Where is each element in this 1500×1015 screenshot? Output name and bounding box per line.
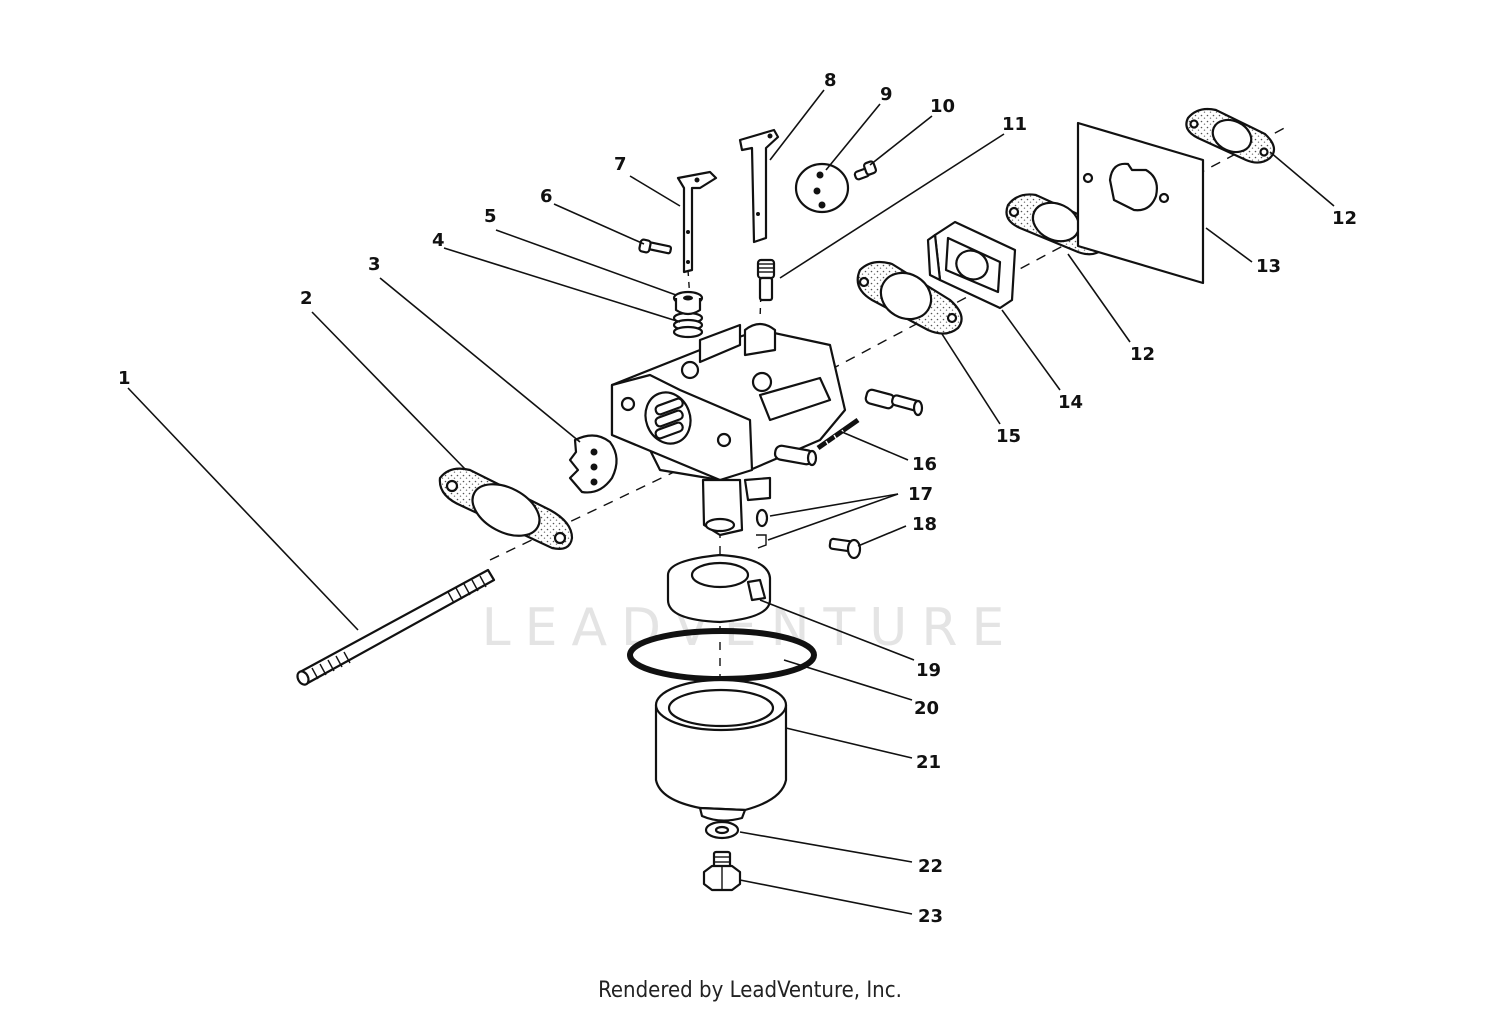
part-22-washer [704, 820, 740, 840]
callout-11: 11 [1002, 114, 1027, 135]
callout-20: 20 [914, 698, 939, 719]
part-19-float [666, 553, 772, 624]
callout-4: 4 [432, 230, 445, 251]
part-6-screw [638, 238, 673, 255]
part-10-screw [853, 160, 878, 181]
callout-12-upper: 12 [1332, 208, 1357, 229]
part-17-washer [755, 508, 769, 549]
callout-9: 9 [880, 84, 893, 105]
callout-6: 6 [540, 186, 553, 207]
callout-7: 7 [614, 154, 627, 175]
part-idle-screw [864, 388, 924, 417]
callout-5: 5 [484, 206, 497, 227]
callout-8: 8 [824, 70, 837, 91]
callout-1: 1 [118, 368, 131, 389]
callout-12-lower: 12 [1130, 344, 1155, 365]
callout-14: 14 [1058, 392, 1083, 413]
callout-23: 23 [918, 906, 943, 927]
part-3-choke-plate [568, 434, 618, 494]
callout-2: 2 [300, 288, 313, 309]
part-12-gasket-upper [1185, 107, 1276, 164]
callout-3: 3 [368, 254, 381, 275]
part-2-gasket [438, 467, 574, 550]
part-1-stud [296, 568, 496, 686]
callout-13: 13 [1256, 256, 1281, 277]
callout-22: 22 [918, 856, 943, 877]
part-11-needle-valve [756, 258, 776, 302]
part-4-spring [672, 311, 704, 339]
callout-16: 16 [912, 454, 937, 475]
part-14-spacer [926, 220, 1017, 310]
part-8-choke-shaft [738, 128, 780, 244]
callout-17: 17 [908, 484, 933, 505]
part-18-screw [828, 537, 862, 560]
callout-labels: 1 2 3 4 5 6 7 8 9 10 11 12 13 12 14 15 1… [118, 70, 1357, 927]
part-5-bushing [672, 290, 704, 316]
callout-leader-lines [127, 89, 1335, 915]
callout-21: 21 [916, 752, 941, 773]
part-7-throttle-shaft [676, 170, 718, 274]
part-15-gasket [856, 260, 963, 335]
part-13-plate [1076, 121, 1205, 285]
callout-19: 19 [916, 660, 941, 681]
footer-credit: Rendered by LeadVenture, Inc. [598, 978, 902, 1003]
callout-18: 18 [912, 514, 937, 535]
part-23-nut [702, 850, 742, 892]
carburetor-body [610, 322, 847, 537]
callout-10: 10 [930, 96, 955, 117]
part-9-throttle-plate [794, 162, 850, 214]
part-21-float-bowl [654, 678, 788, 822]
callout-15: 15 [996, 426, 1021, 447]
